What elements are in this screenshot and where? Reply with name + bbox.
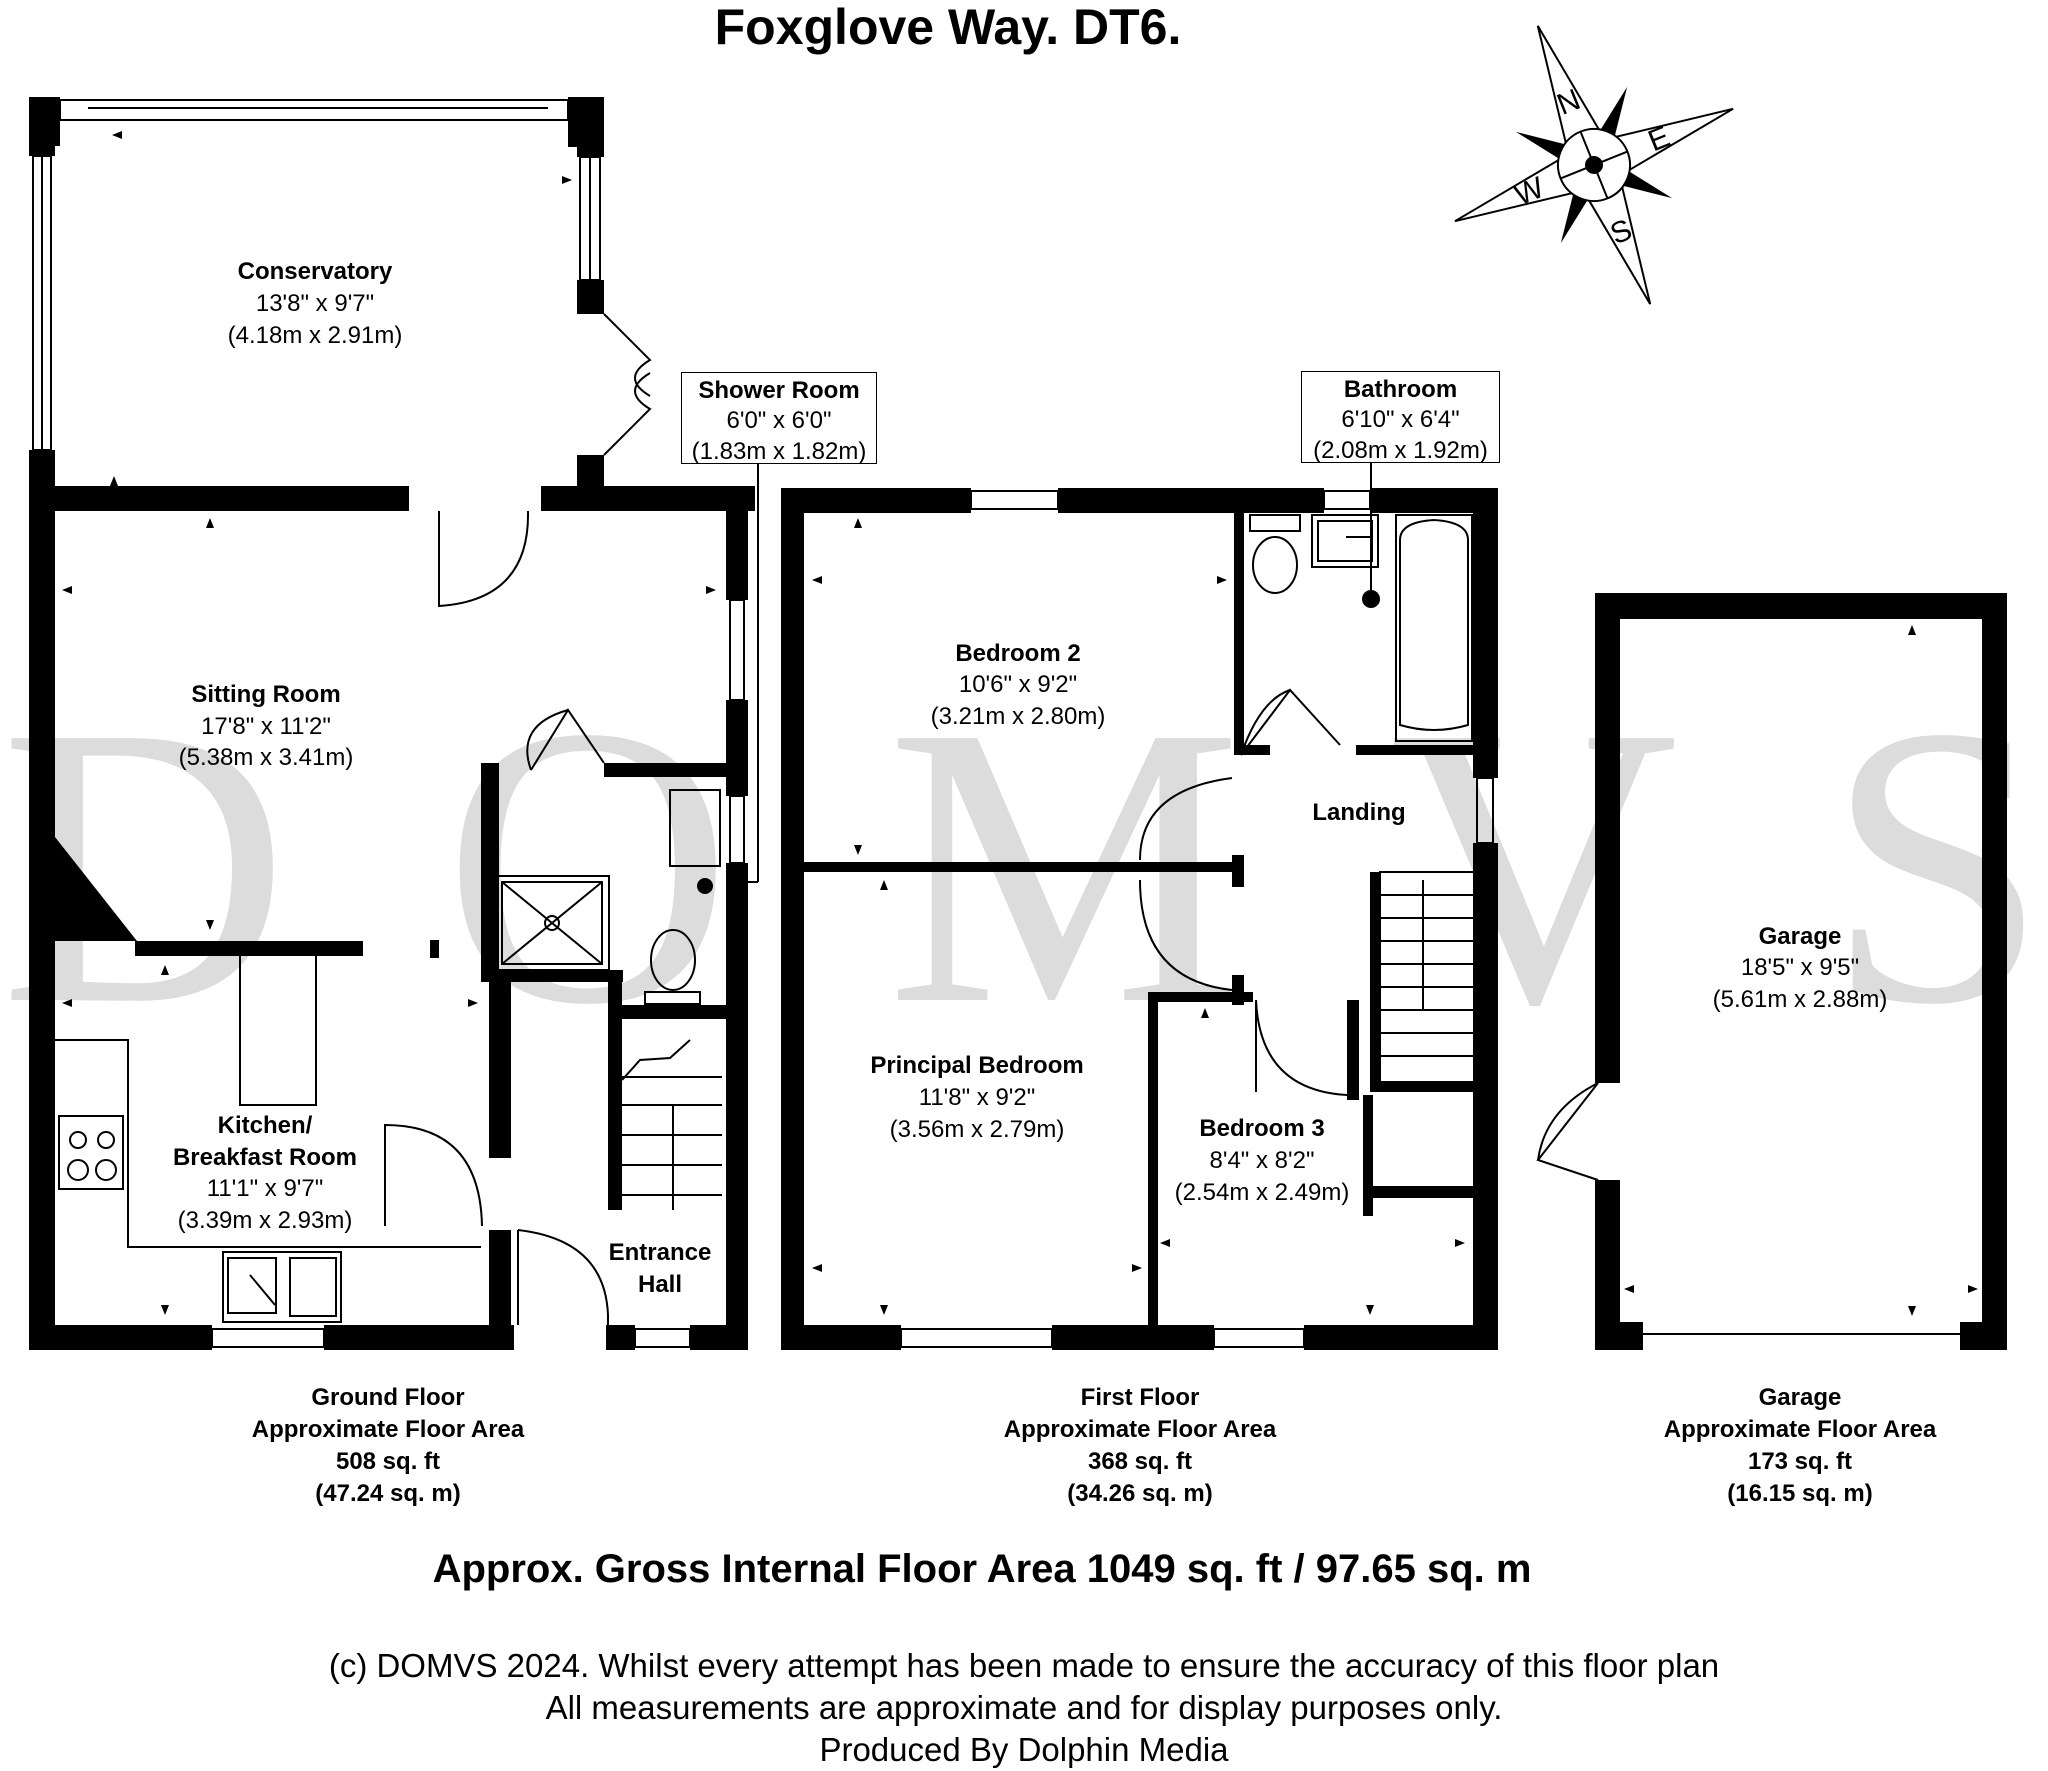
room-sitting-name: Sitting Room <box>191 681 341 708</box>
conservatory-windows <box>32 99 759 1348</box>
room-garage-name: Garage <box>1758 923 1842 950</box>
room-conservatory-name: Conservatory <box>237 258 393 285</box>
garage-floor-name: Garage <box>1758 1384 1842 1411</box>
ground-floor-sqm: (47.24 sq. m) <box>315 1480 461 1507</box>
room-principal-metric: (3.56m x 2.79m) <box>889 1116 1065 1143</box>
disclaimer-line3: Produced By Dolphin Media <box>819 1731 1229 1768</box>
room-bedroom3-imperial: 8'4" x 8'2" <box>1209 1147 1315 1174</box>
first-floor-sqm: (34.26 sq. m) <box>1067 1480 1213 1507</box>
ground-floor-summary: Ground Floor Approximate Floor Area 508 … <box>188 1382 588 1510</box>
room-bedroom2-imperial: 10'6" x 9'2" <box>958 671 1078 698</box>
garage-floor-label: Approximate Floor Area <box>1663 1416 1937 1443</box>
room-conservatory-imperial: 13'8" x 9'7" <box>255 290 375 317</box>
disclaimer-line1: (c) DOMVS 2024. Whilst every attempt has… <box>328 1647 1720 1684</box>
room-kitchen-name-line1: Kitchen/ <box>217 1112 313 1139</box>
garage-floor-sqft: 173 sq. ft <box>1747 1448 1853 1475</box>
room-kitchen-imperial: 11'1" x 9'7" <box>206 1175 324 1202</box>
garage-details <box>1536 1082 1960 1335</box>
room-shower-name: Shower Room <box>698 377 860 404</box>
room-bedroom2-metric: (3.21m x 2.80m) <box>930 703 1106 730</box>
room-landing-name: Landing <box>1312 799 1406 826</box>
gross-internal-area: Approx. Gross Internal Floor Area 1049 s… <box>432 1547 1532 1591</box>
room-kitchen-name-line2: Breakfast Room <box>172 1144 358 1171</box>
disclaimer-line2: All measurements are approximate and for… <box>545 1689 1503 1726</box>
room-bedroom3-metric: (2.54m x 2.49m) <box>1174 1179 1350 1206</box>
room-shower-label: Shower Room 6'0" x 6'0" (1.83m x 1.82m) <box>681 372 877 465</box>
ground-floor-sqft: 508 sq. ft <box>335 1448 441 1475</box>
room-garage-metric: (5.61m x 2.88m) <box>1712 986 1888 1013</box>
first-floor-sqft: 368 sq. ft <box>1087 1448 1193 1475</box>
room-shower-metric: (1.83m x 1.82m) <box>691 438 867 465</box>
ground-floor-name: Ground Floor <box>311 1384 465 1411</box>
first-floor-label: Approximate Floor Area <box>1003 1416 1277 1443</box>
room-kitchen-metric: (3.39m x 2.93m) <box>177 1207 353 1234</box>
first-floor-details <box>900 462 1494 1348</box>
disclaimer: (c) DOMVS 2024. Whilst every attempt has… <box>0 1645 2048 1771</box>
ground-floor-label: Approximate Floor Area <box>251 1416 525 1443</box>
room-conservatory-metric: (4.18m x 2.91m) <box>227 322 403 349</box>
room-entrance-name-line1: Entrance <box>608 1239 712 1266</box>
page-title: Foxglove Way. DT6. <box>714 0 1182 55</box>
compass-rose: N E S W <box>1454 25 1734 305</box>
dimension-markers <box>62 131 1978 1316</box>
first-floor-summary: First Floor Approximate Floor Area 368 s… <box>940 1382 1340 1510</box>
room-principal-name: Principal Bedroom <box>870 1052 1084 1079</box>
room-bedroom3-name: Bedroom 3 <box>1199 1115 1325 1142</box>
room-sitting-metric: (5.38m x 3.41m) <box>178 744 354 771</box>
room-bathroom-imperial: 6'10" x 6'4" <box>1341 406 1460 433</box>
room-bathroom-name: Bathroom <box>1343 376 1458 403</box>
first-floor-name: First Floor <box>1080 1384 1200 1411</box>
room-garage-imperial: 18'5" x 9'5" <box>1740 954 1860 981</box>
first-floor-plan <box>781 488 1498 1350</box>
garage-summary: Garage Approximate Floor Area 173 sq. ft… <box>1600 1382 2000 1510</box>
room-entrance-name-line2: Hall <box>637 1271 682 1298</box>
garage-floor-sqm: (16.15 sq. m) <box>1727 1480 1873 1507</box>
room-sitting-imperial: 17'8" x 11'2" <box>201 713 331 740</box>
room-principal-imperial: 11'8" x 9'2" <box>918 1084 1036 1111</box>
room-bathroom-label: Bathroom 6'10" x 6'4" (2.08m x 1.92m) <box>1301 371 1500 464</box>
room-bathroom-metric: (2.08m x 1.92m) <box>1313 437 1488 464</box>
garage-plan <box>1595 593 2007 1350</box>
room-shower-imperial: 6'0" x 6'0" <box>726 407 832 434</box>
room-bedroom2-name: Bedroom 2 <box>955 640 1081 667</box>
